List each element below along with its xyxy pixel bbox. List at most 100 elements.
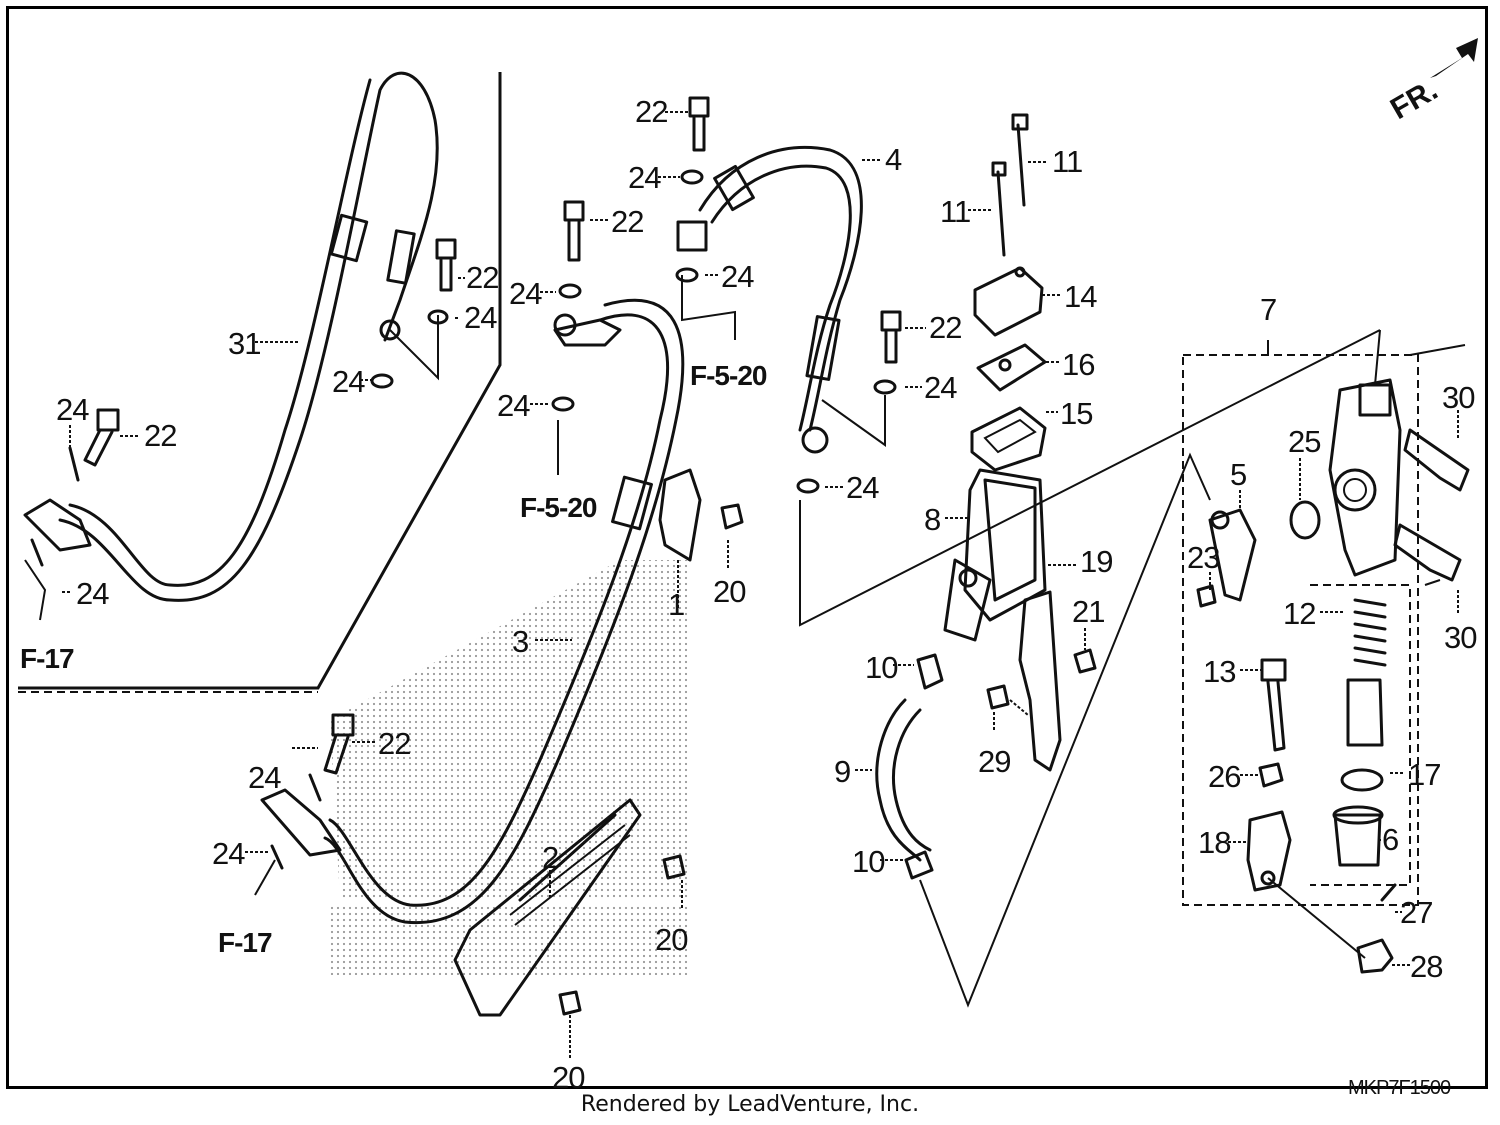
hose-clamp-10-lower: [904, 850, 934, 880]
callout-24-j: 24: [76, 576, 109, 611]
ref-label-f5-20-left: F-5-20: [520, 492, 597, 523]
callout-5: 5: [1230, 457, 1246, 492]
leader-lines: [24, 111, 1466, 1060]
master-cylinder-8: [943, 468, 1047, 642]
clevis-18: [1246, 810, 1292, 892]
callout-22-lower: 22: [378, 726, 410, 761]
banjo-bolt-22-right: [880, 310, 902, 364]
callout-29: 29: [978, 744, 1010, 779]
bolt-30-upper: [1403, 428, 1470, 492]
callout-22-top: 22: [635, 94, 667, 129]
callout-1: 1: [668, 587, 684, 622]
shading-area: [330, 560, 690, 900]
piston-17: [1340, 678, 1384, 792]
brake-hose-3: [260, 298, 685, 925]
diagram-frame: [6, 6, 1488, 1089]
callout-22-second: 22: [611, 204, 643, 239]
banjo-bolt-22-inset: [435, 238, 457, 292]
callout-26: 26: [1208, 759, 1240, 794]
callout-24-g: 24: [924, 370, 957, 405]
callout-10-upper: 10: [865, 650, 898, 685]
callout-24-e: 24: [464, 300, 497, 335]
callout-14: 14: [1064, 279, 1097, 314]
hose-clamp-10-upper: [916, 653, 944, 690]
callout-30-upper: 30: [1442, 380, 1475, 415]
cap-plate-16: [976, 343, 1047, 392]
direction-label: FR.: [1385, 73, 1443, 126]
callout-15: 15: [1060, 396, 1092, 431]
callout-19: 19: [1080, 544, 1112, 579]
callout-12: 12: [1283, 596, 1315, 631]
kit-outline-12: [1310, 584, 1411, 886]
callout-24-c: 24: [509, 276, 542, 311]
clip-28: [1356, 938, 1394, 974]
cylinder-body: [1328, 378, 1402, 577]
render-credit: Rendered by LeadVenture, Inc.: [580, 1092, 920, 1117]
callout-4: 4: [885, 142, 902, 177]
callout-25: 25: [1288, 424, 1320, 459]
callout-24-l: 24: [212, 836, 245, 871]
screw-11-a: [1011, 113, 1029, 207]
bolts-20: [558, 503, 744, 1016]
callout-27: 27: [1400, 895, 1432, 930]
callout-labels: FR. F-17 F-5-20 F-5-20 F-17 1 2 3 4 5 6 …: [20, 73, 1478, 1099]
reservoir-cap-14: [973, 266, 1044, 337]
banjo-bolt-22-left: [83, 408, 120, 467]
callout-11-lower: 11: [940, 194, 970, 229]
bracket-19: [1018, 590, 1062, 772]
callout-2: 2: [542, 840, 558, 875]
front-direction-arrow-icon: [1430, 38, 1478, 78]
banjo-bolt-22-second: [563, 200, 585, 262]
nut-23: [1196, 584, 1217, 608]
boot-6: [1332, 805, 1384, 867]
callout-20-guard: 20: [655, 922, 688, 957]
ref-label-f17-upper: F-17: [20, 643, 74, 674]
diagram-code: MKP7F1500: [1348, 1077, 1451, 1099]
diaphragm-15: [970, 406, 1047, 472]
bolt-21: [1073, 648, 1097, 674]
callout-3: 3: [512, 624, 528, 659]
callout-16: 16: [1062, 347, 1094, 382]
brake-hose-4: [676, 146, 863, 454]
callout-11-upper: 11: [1052, 144, 1082, 179]
shading-area-lower: [330, 905, 690, 975]
callout-8: 8: [924, 502, 940, 537]
pin-27: [1380, 883, 1397, 902]
callout-24-i: 24: [56, 392, 89, 427]
callout-20-clamp: 20: [713, 574, 746, 609]
o-ring-25: [1289, 500, 1321, 540]
push-rod-13: [1260, 658, 1287, 752]
reservoir-hose-9: [875, 698, 932, 862]
callout-22-right: 22: [929, 310, 961, 345]
callout-18: 18: [1198, 825, 1230, 860]
ref-label-f5-20-right: F-5-20: [690, 360, 767, 391]
callout-13: 13: [1203, 654, 1235, 689]
screw-11-b: [991, 161, 1007, 257]
brake-hose-31: [23, 71, 439, 602]
callout-17: 17: [1408, 757, 1440, 792]
hose-guard-2: [453, 798, 642, 1017]
inset-divider: [18, 72, 502, 690]
callout-24-b: 24: [721, 259, 754, 294]
callout-24-d: 24: [497, 388, 530, 423]
callout-24-f: 24: [332, 364, 365, 399]
callout-6: 6: [1382, 822, 1398, 857]
sealing-washers-24: [30, 169, 897, 870]
callout-22-inset: 22: [466, 260, 498, 295]
ref-label-f17-lower: F-17: [218, 927, 272, 958]
callout-24-a: 24: [628, 160, 661, 195]
callout-7: 7: [1260, 292, 1276, 327]
callout-28: 28: [1410, 949, 1442, 984]
callout-21: 21: [1072, 594, 1104, 629]
callout-30-lower: 30: [1444, 620, 1477, 655]
callout-24-h: 24: [846, 470, 879, 505]
callout-10-lower: 10: [852, 844, 885, 879]
bolt-30-lower: [1393, 523, 1462, 582]
callout-9: 9: [834, 754, 850, 789]
callout-31: 31: [228, 326, 260, 361]
callout-20-bottom: 20: [552, 1060, 585, 1095]
banjo-bolt-22-top: [688, 96, 710, 152]
banjo-bolt-22-lower: [323, 713, 355, 775]
